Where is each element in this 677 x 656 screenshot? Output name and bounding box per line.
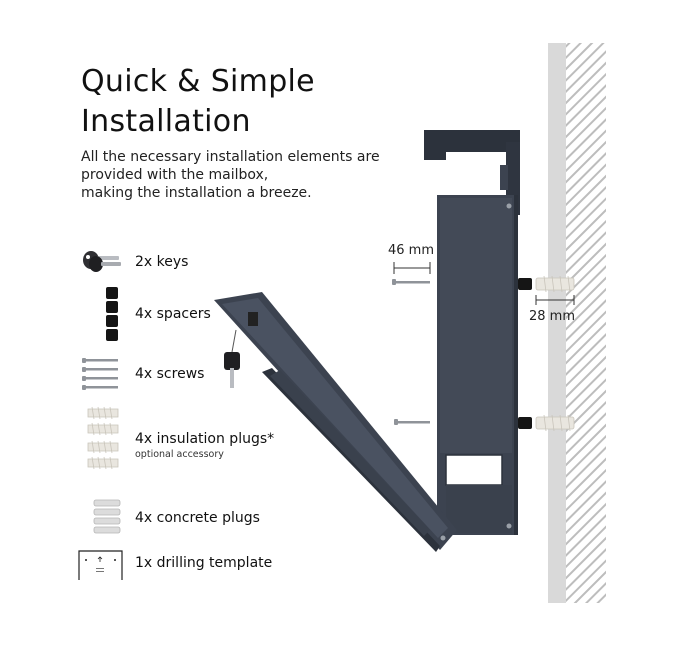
mailbox-door xyxy=(214,292,457,552)
plug-dimension-marker xyxy=(535,295,575,305)
wall xyxy=(548,43,606,603)
page-title: Quick & Simple Installation xyxy=(81,62,315,142)
item-spacers-label: 4x spacers xyxy=(135,306,211,322)
concrete-plugs-icon xyxy=(93,499,121,534)
item-spacers: 4x spacers xyxy=(78,285,318,345)
mailbox-body xyxy=(424,130,520,535)
upper-fasteners xyxy=(392,275,575,293)
description: All the necessary installation elements … xyxy=(81,148,401,202)
drilling-template-icon xyxy=(78,550,123,580)
title-line-2: Installation xyxy=(81,104,251,139)
item-drilling-template: 1x drilling template xyxy=(78,548,318,588)
keys-icon xyxy=(83,251,121,272)
item-insulation-plugs-sublabel: optional accessory xyxy=(135,449,224,460)
screw-length-label: 46 mm xyxy=(388,243,435,258)
screw-dimension-marker xyxy=(393,262,431,274)
screws-icon xyxy=(82,358,118,390)
description-line-2: provided with the mailbox, xyxy=(81,167,269,183)
plug-length-label: 28 mm xyxy=(529,309,576,324)
item-concrete-plugs: 4x concrete plugs xyxy=(78,497,318,537)
item-insulation-plugs-label: 4x insulation plugs* xyxy=(135,431,275,447)
lower-fasteners xyxy=(394,414,575,432)
item-screws: 4x screws xyxy=(78,355,318,395)
item-drilling-template-label: 1x drilling template xyxy=(135,555,273,571)
description-line-1: All the necessary installation elements … xyxy=(81,149,380,165)
item-keys: 2x keys xyxy=(78,243,318,283)
item-concrete-plugs-label: 4x concrete plugs xyxy=(135,510,260,526)
insulation-plugs-icon xyxy=(87,406,119,470)
item-keys-label: 2x keys xyxy=(135,254,189,270)
description-line-3: making the installation a breeze. xyxy=(81,185,312,201)
spacers-icon xyxy=(106,287,118,341)
item-screws-label: 4x screws xyxy=(135,366,205,382)
title-line-1: Quick & Simple xyxy=(81,64,315,99)
item-insulation-plugs: 4x insulation plugs* optional accessory xyxy=(78,405,318,475)
